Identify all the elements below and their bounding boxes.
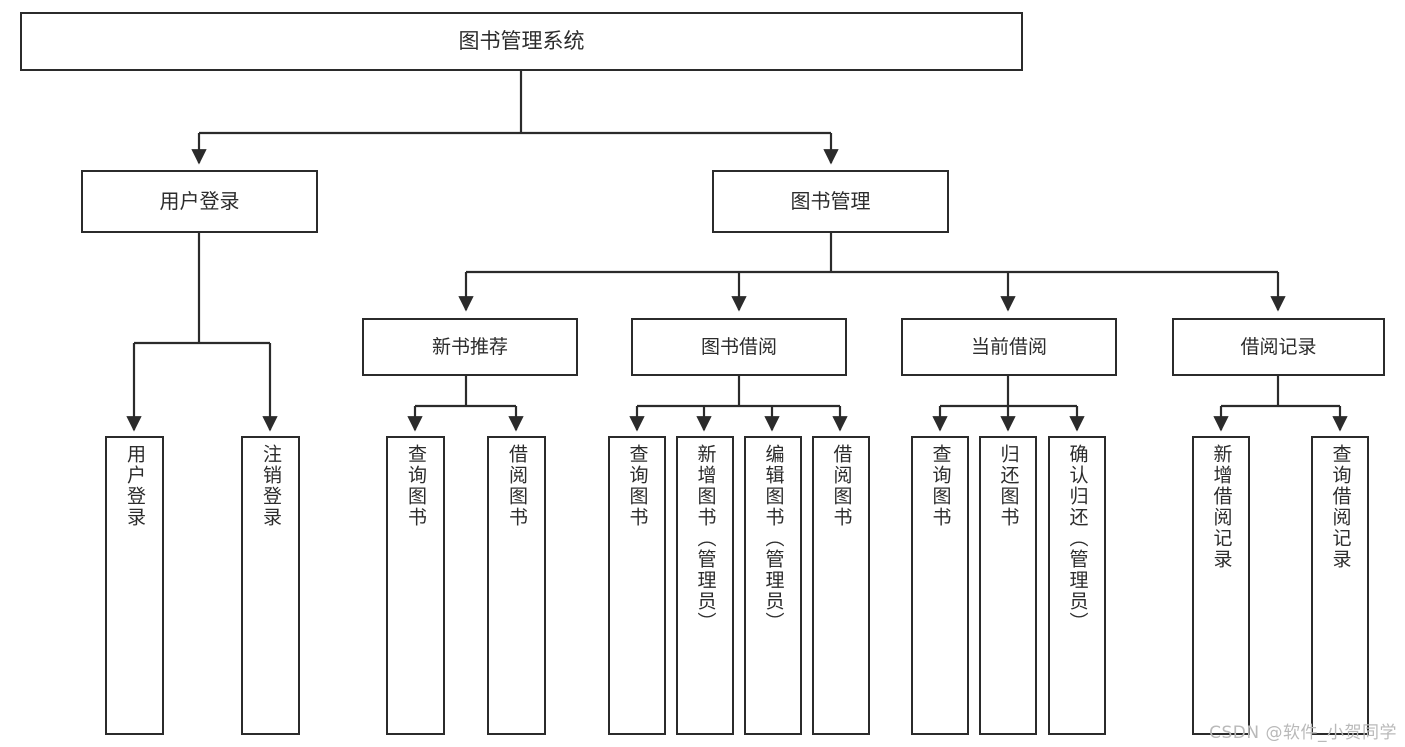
node-current-borrow[interactable]: 当前借阅	[901, 318, 1117, 376]
node-label: 查询图书	[626, 444, 649, 528]
leaf-borrow-book[interactable]: 借阅图书	[812, 436, 870, 735]
node-label: 新书推荐	[431, 335, 508, 358]
node-new-book-recommend[interactable]: 新书推荐	[362, 318, 578, 376]
watermark: CSDN @软件_小贺同学	[1209, 723, 1397, 743]
leaf-query-book-borrow[interactable]: 查询图书	[608, 436, 666, 735]
node-label: 图书管理系统	[458, 29, 585, 54]
node-label: 当前借阅	[970, 335, 1047, 358]
leaf-add-book-admin[interactable]: 新增图书（管理员）	[676, 436, 734, 735]
leaf-add-borrow-record[interactable]: 新增借阅记录	[1192, 436, 1250, 735]
leaf-user-login[interactable]: 用户登录	[105, 436, 164, 735]
node-label: 借阅图书	[830, 444, 853, 528]
node-label: 查询图书	[929, 444, 952, 528]
node-label: 用户登录	[159, 188, 240, 213]
node-label: 用户登录	[124, 444, 146, 528]
leaf-confirm-return-admin[interactable]: 确认归还（管理员）	[1048, 436, 1106, 735]
node-label: 借阅记录	[1240, 335, 1317, 358]
node-borrow-record[interactable]: 借阅记录	[1172, 318, 1385, 376]
leaf-query-book-recommend[interactable]: 查询图书	[386, 436, 445, 735]
leaf-borrow-book-recommend[interactable]: 借阅图书	[487, 436, 546, 735]
node-label: 归还图书	[997, 444, 1020, 528]
node-user-login[interactable]: 用户登录	[81, 170, 318, 233]
node-label: 借阅图书	[506, 444, 528, 528]
node-label: 注销登录	[260, 444, 282, 528]
node-label: 新增图书（管理员）	[694, 444, 717, 633]
node-label: 图书借阅	[700, 335, 777, 358]
node-book-management-system[interactable]: 图书管理系统	[20, 12, 1023, 71]
node-label: 编辑图书（管理员）	[762, 444, 785, 633]
leaf-edit-book-admin[interactable]: 编辑图书（管理员）	[744, 436, 802, 735]
node-label: 查询图书	[405, 444, 427, 528]
leaf-query-borrow-record[interactable]: 查询借阅记录	[1311, 436, 1369, 735]
node-label: 查询借阅记录	[1329, 444, 1352, 570]
node-label: 图书管理	[790, 188, 871, 213]
node-book-borrow[interactable]: 图书借阅	[631, 318, 847, 376]
leaf-return-book[interactable]: 归还图书	[979, 436, 1037, 735]
leaf-logout-login[interactable]: 注销登录	[241, 436, 300, 735]
leaf-query-book-current[interactable]: 查询图书	[911, 436, 969, 735]
node-label: 新增借阅记录	[1210, 444, 1233, 570]
node-book-management[interactable]: 图书管理	[712, 170, 949, 233]
node-label: 确认归还（管理员）	[1066, 444, 1089, 633]
